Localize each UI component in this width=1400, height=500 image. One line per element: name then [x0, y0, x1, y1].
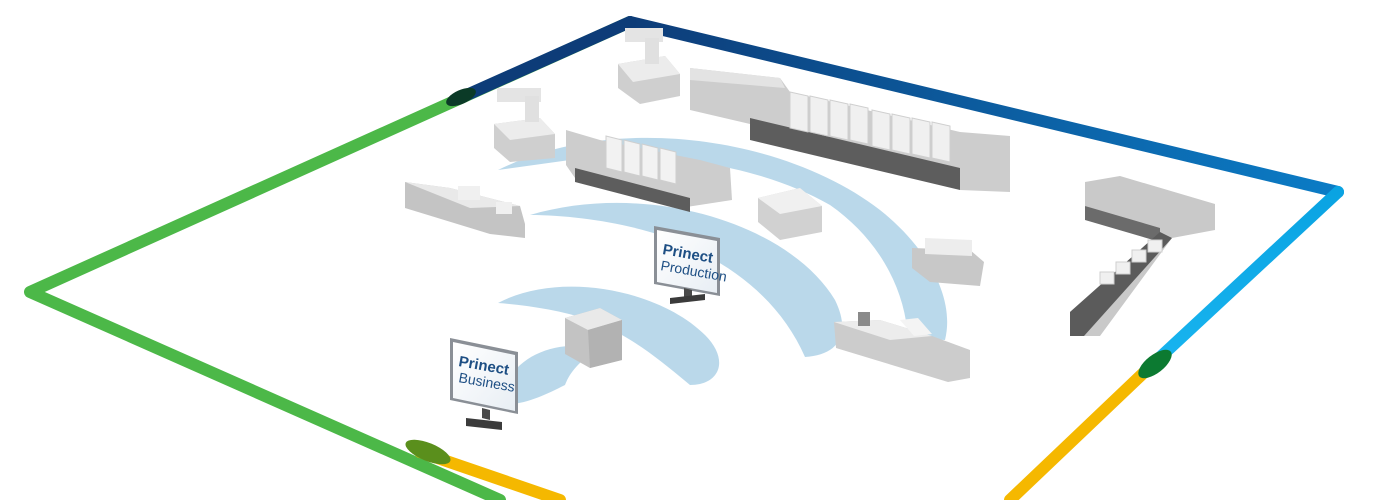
bindery-line [1070, 176, 1215, 336]
frame-join-bottom-left [405, 439, 451, 465]
prepress-unit-left [494, 88, 555, 162]
frame-right-edge-bottom [1004, 356, 1161, 500]
wave-dot [500, 345, 600, 405]
frame-top-edge [624, 16, 1344, 198]
small-unit-right [912, 238, 984, 286]
frame-join-top-left [446, 87, 476, 107]
frame-top-edge-start [454, 16, 636, 104]
wifi-signal-icon [498, 137, 948, 405]
monitor-business: Prinect Business [450, 338, 518, 430]
folding-machine-left [405, 182, 525, 238]
medium-printing-press [566, 130, 732, 212]
frame-join-right [1138, 349, 1172, 379]
frame-left-edge [24, 16, 636, 500]
wave-2 [530, 202, 843, 357]
server-unit [565, 308, 622, 368]
large-printing-press [690, 68, 1010, 192]
prepress-unit-top [618, 28, 680, 104]
monitor-production: Prinect Production [654, 226, 728, 304]
finishing-machine [834, 312, 970, 382]
frame-right-edge [1149, 186, 1344, 368]
monitor-icon [450, 338, 518, 430]
center-unit [758, 188, 822, 240]
monitor-icon [654, 226, 720, 304]
wave-3 [498, 137, 948, 340]
wave-1 [498, 286, 720, 385]
